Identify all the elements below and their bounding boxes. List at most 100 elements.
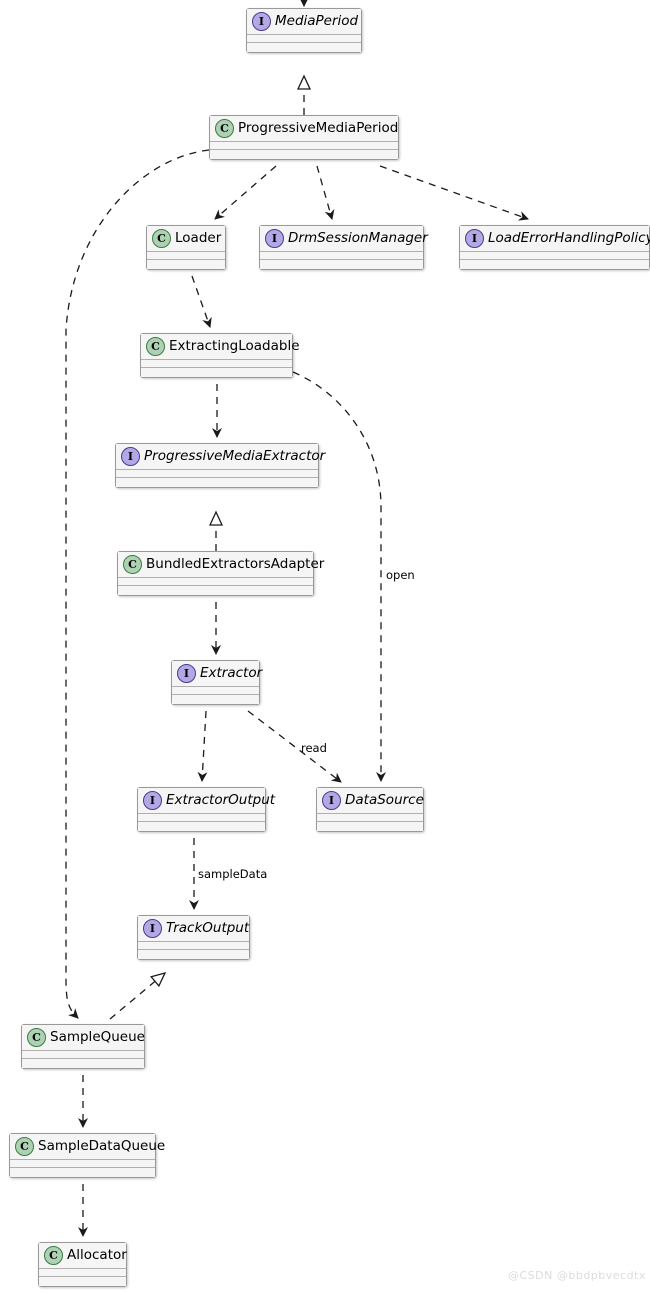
node-label: MediaPeriod bbox=[275, 12, 359, 29]
interface-icon: I bbox=[121, 447, 140, 466]
interface-icon: I bbox=[143, 791, 162, 810]
node-label: SampleQueue bbox=[50, 1028, 145, 1045]
node-attributes-compartment bbox=[39, 1269, 126, 1277]
class-icon: C bbox=[215, 119, 234, 138]
edge-loader-extractingloadable bbox=[191, 275, 212, 328]
class-icon: C bbox=[123, 555, 142, 574]
node-header: C ProgressiveMediaPeriod bbox=[210, 116, 398, 142]
node-header: I ExtractorOutput bbox=[138, 788, 275, 814]
node-attributes-compartment bbox=[22, 1051, 144, 1059]
node-header: C BundledExtractorsAdapter bbox=[118, 552, 324, 578]
node-attributes-compartment bbox=[210, 142, 398, 150]
node-header: I TrackOutput bbox=[138, 916, 249, 942]
node-attributes-compartment bbox=[141, 360, 292, 368]
class-icon: C bbox=[146, 337, 165, 356]
node-samplequeue[interactable]: C SampleQueue bbox=[21, 1024, 145, 1069]
node-label: BundledExtractorsAdapter bbox=[146, 555, 325, 572]
node-header: I DataSource bbox=[317, 788, 424, 814]
node-methods-compartment bbox=[460, 260, 649, 269]
node-label: LoadErrorHandlingPolicy bbox=[488, 229, 650, 246]
interface-icon: I bbox=[252, 12, 271, 31]
interface-icon: I bbox=[143, 919, 162, 938]
node-methods-compartment bbox=[247, 43, 361, 52]
edge-progressivemediaperiod-drmsessionmanager bbox=[316, 165, 335, 220]
node-methods-compartment bbox=[210, 150, 398, 159]
node-header: C Loader bbox=[147, 226, 225, 252]
node-label: Allocator bbox=[67, 1246, 127, 1263]
edge-label-open: open bbox=[386, 568, 415, 582]
node-attributes-compartment bbox=[260, 252, 423, 260]
node-trackoutput[interactable]: I TrackOutput bbox=[137, 915, 250, 960]
node-methods-compartment bbox=[317, 822, 423, 831]
class-icon: C bbox=[27, 1028, 46, 1047]
node-label: SampleDataQueue bbox=[38, 1137, 166, 1154]
node-bundledextractorsadapter[interactable]: C BundledExtractorsAdapter bbox=[117, 551, 324, 596]
node-progressivemediaextractor[interactable]: I ProgressiveMediaExtractor bbox=[115, 443, 325, 488]
node-header: I ProgressiveMediaExtractor bbox=[116, 444, 325, 470]
node-label: Extractor bbox=[200, 664, 263, 681]
node-methods-compartment bbox=[172, 695, 259, 704]
node-attributes-compartment bbox=[138, 942, 249, 950]
node-label: TrackOutput bbox=[166, 919, 250, 936]
node-allocator[interactable]: C Allocator bbox=[38, 1242, 127, 1287]
node-drmsessionmanager[interactable]: I DrmSessionManager bbox=[259, 225, 428, 270]
node-methods-compartment bbox=[260, 260, 423, 269]
node-label: ProgressiveMediaExtractor bbox=[144, 447, 326, 464]
node-datasource[interactable]: I DataSource bbox=[316, 787, 424, 832]
node-header: C SampleQueue bbox=[22, 1025, 145, 1051]
node-attributes-compartment bbox=[138, 814, 265, 822]
edge-samplequeue-trackoutput bbox=[109, 973, 165, 1020]
node-header: I LoadErrorHandlingPolicy bbox=[460, 226, 650, 252]
node-mediaperiod[interactable]: I MediaPeriod bbox=[246, 8, 362, 53]
interface-icon: I bbox=[465, 229, 484, 248]
node-methods-compartment bbox=[118, 586, 313, 595]
node-header: C SampleDataQueue bbox=[10, 1134, 165, 1160]
edge-extractor-extractoroutput bbox=[197, 710, 208, 782]
node-sampledataqueue[interactable]: C SampleDataQueue bbox=[9, 1133, 165, 1178]
edge-label-read: read bbox=[301, 741, 327, 755]
edge-extractor-datasource bbox=[247, 710, 342, 783]
node-methods-compartment bbox=[116, 478, 318, 487]
node-attributes-compartment bbox=[460, 252, 649, 260]
node-header: C Allocator bbox=[39, 1243, 127, 1269]
node-label: DrmSessionManager bbox=[288, 229, 428, 246]
node-attributes-compartment bbox=[247, 35, 361, 43]
class-icon: C bbox=[15, 1137, 34, 1156]
watermark: @CSDN @bbdpbvecdtx bbox=[508, 1269, 646, 1282]
interface-icon: I bbox=[265, 229, 284, 248]
node-loader[interactable]: C Loader bbox=[146, 225, 226, 270]
node-header: I DrmSessionManager bbox=[260, 226, 428, 252]
node-attributes-compartment bbox=[147, 252, 225, 260]
edge-progressivemediaperiod-loader bbox=[214, 165, 277, 220]
node-attributes-compartment bbox=[116, 470, 318, 478]
node-methods-compartment bbox=[39, 1277, 126, 1286]
node-attributes-compartment bbox=[317, 814, 423, 822]
node-methods-compartment bbox=[141, 368, 292, 377]
node-progressivemediaperiod[interactable]: C ProgressiveMediaPeriod bbox=[209, 115, 399, 160]
edge-progressivemediaperiod-loaderrorhandlingpolicy bbox=[379, 165, 529, 221]
node-extractingloadable[interactable]: C ExtractingLoadable bbox=[140, 333, 300, 378]
node-methods-compartment bbox=[138, 822, 265, 831]
node-attributes-compartment bbox=[10, 1160, 155, 1168]
node-label: ExtractingLoadable bbox=[169, 337, 300, 354]
node-header: C ExtractingLoadable bbox=[141, 334, 300, 360]
class-icon: C bbox=[44, 1246, 63, 1265]
interface-icon: I bbox=[177, 664, 196, 683]
node-label: ExtractorOutput bbox=[166, 791, 276, 808]
node-attributes-compartment bbox=[118, 578, 313, 586]
node-attributes-compartment bbox=[172, 687, 259, 695]
node-extractoroutput[interactable]: I ExtractorOutput bbox=[137, 787, 275, 832]
interface-icon: I bbox=[322, 791, 341, 810]
node-header: I MediaPeriod bbox=[247, 9, 361, 35]
node-header: I Extractor bbox=[172, 661, 263, 687]
edge-label-sampledata: sampleData bbox=[198, 867, 268, 881]
node-extractor[interactable]: I Extractor bbox=[171, 660, 263, 705]
node-label: Loader bbox=[175, 229, 222, 246]
node-label: ProgressiveMediaPeriod bbox=[238, 119, 399, 136]
class-icon: C bbox=[152, 229, 171, 248]
node-loaderrorhandlingpolicy[interactable]: I LoadErrorHandlingPolicy bbox=[459, 225, 650, 270]
node-methods-compartment bbox=[138, 950, 249, 959]
node-methods-compartment bbox=[22, 1059, 144, 1068]
